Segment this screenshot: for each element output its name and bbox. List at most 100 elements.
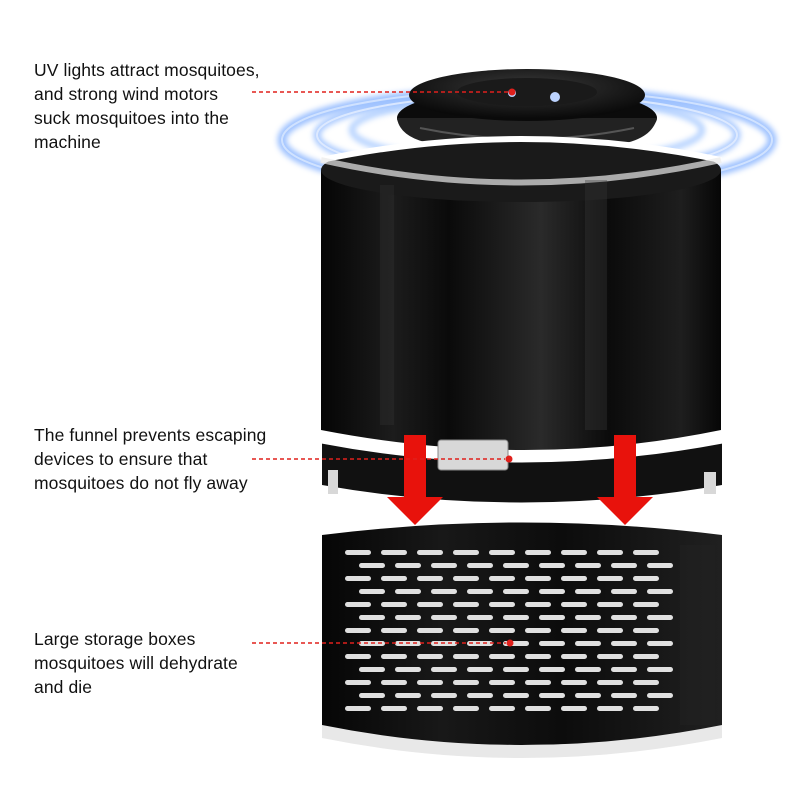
vent-slot (633, 706, 659, 711)
vent-slot (525, 680, 551, 685)
vent-slot (633, 602, 659, 607)
vent-slot (561, 654, 587, 659)
vent-slot (489, 654, 515, 659)
lamp-main-body (320, 136, 723, 503)
callout-storage-box: Large storage boxes mosquitoes will dehy… (34, 629, 238, 697)
vent-slot (381, 680, 407, 685)
vent-slot (431, 615, 457, 620)
vent-slot (525, 706, 551, 711)
leader-line-funnel (252, 455, 513, 463)
red-down-arrow (597, 435, 653, 525)
vent-slot (453, 576, 479, 581)
vent-slot (525, 654, 551, 659)
vent-slot (575, 667, 601, 672)
vent-slot (453, 628, 479, 633)
vent-slot (417, 550, 443, 555)
vent-slot (575, 563, 601, 568)
vent-slot (417, 706, 443, 711)
vent-slot (633, 550, 659, 555)
vent-slot (467, 589, 493, 594)
vent-slot (539, 615, 565, 620)
vent-slot (597, 550, 623, 555)
vent-slot (597, 602, 623, 607)
vent-slot (431, 563, 457, 568)
vent-slot (417, 680, 443, 685)
vent-slot (381, 550, 407, 555)
leader-line-uv (252, 88, 516, 96)
vent-slot (489, 576, 515, 581)
uv-lamp-top (397, 69, 657, 148)
callout-uv-lights: UV lights attract mosquitoes, and strong… (34, 60, 260, 152)
vent-slot (503, 693, 529, 698)
vent-slot (395, 615, 421, 620)
red-down-arrow (387, 435, 443, 525)
vent-slot (503, 563, 529, 568)
vent-slot (467, 693, 493, 698)
vent-slot (611, 693, 637, 698)
vent-slot (647, 693, 673, 698)
vent-slot (453, 550, 479, 555)
vent-slot (597, 654, 623, 659)
vent-slot (647, 589, 673, 594)
vent-slot (503, 589, 529, 594)
vent-slot (417, 576, 443, 581)
vent-slot (633, 654, 659, 659)
vent-slot (381, 628, 407, 633)
vent-slot (561, 576, 587, 581)
vent-slot (453, 706, 479, 711)
vent-slot (489, 602, 515, 607)
vent-slot (359, 693, 385, 698)
vent-slot (345, 576, 371, 581)
vent-slot (489, 706, 515, 711)
vent-slot (453, 654, 479, 659)
vent-slot (345, 602, 371, 607)
vent-slot (359, 667, 385, 672)
vent-slot (597, 680, 623, 685)
vent-slot (395, 589, 421, 594)
vent-slot (503, 667, 529, 672)
vent-slot (597, 576, 623, 581)
vent-slot (417, 654, 443, 659)
vent-slot (647, 615, 673, 620)
vent-slot (575, 641, 601, 646)
vent-slot (453, 602, 479, 607)
vent-slot (647, 667, 673, 672)
vent-slot (467, 615, 493, 620)
vent-slot (489, 680, 515, 685)
vent-slot (359, 563, 385, 568)
vent-slot (525, 628, 551, 633)
vent-slot (611, 615, 637, 620)
vent-slot (597, 628, 623, 633)
vent-slot (561, 628, 587, 633)
vent-slot (489, 628, 515, 633)
vent-slot (525, 576, 551, 581)
vent-slot (539, 589, 565, 594)
vent-slot (597, 706, 623, 711)
vent-slot (611, 563, 637, 568)
vent-slot (633, 628, 659, 633)
vent-slot (525, 602, 551, 607)
vent-slot (539, 641, 565, 646)
vent-slot (561, 602, 587, 607)
vent-slot (359, 589, 385, 594)
vent-slot (359, 615, 385, 620)
vent-slot (431, 693, 457, 698)
vent-slot (539, 667, 565, 672)
vent-slot (633, 576, 659, 581)
vent-slot (611, 667, 637, 672)
vent-slot (539, 563, 565, 568)
vent-slot (611, 641, 637, 646)
vent-slot (431, 589, 457, 594)
vent-slot (381, 654, 407, 659)
callout-funnel: The funnel prevents escaping devices to … (34, 425, 267, 493)
vent-slot (467, 563, 493, 568)
vent-slot (395, 667, 421, 672)
vent-slot (381, 576, 407, 581)
vent-slot (345, 706, 371, 711)
vent-slot (561, 550, 587, 555)
vent-slot (345, 680, 371, 685)
vent-slot (395, 693, 421, 698)
vent-slot (525, 550, 551, 555)
